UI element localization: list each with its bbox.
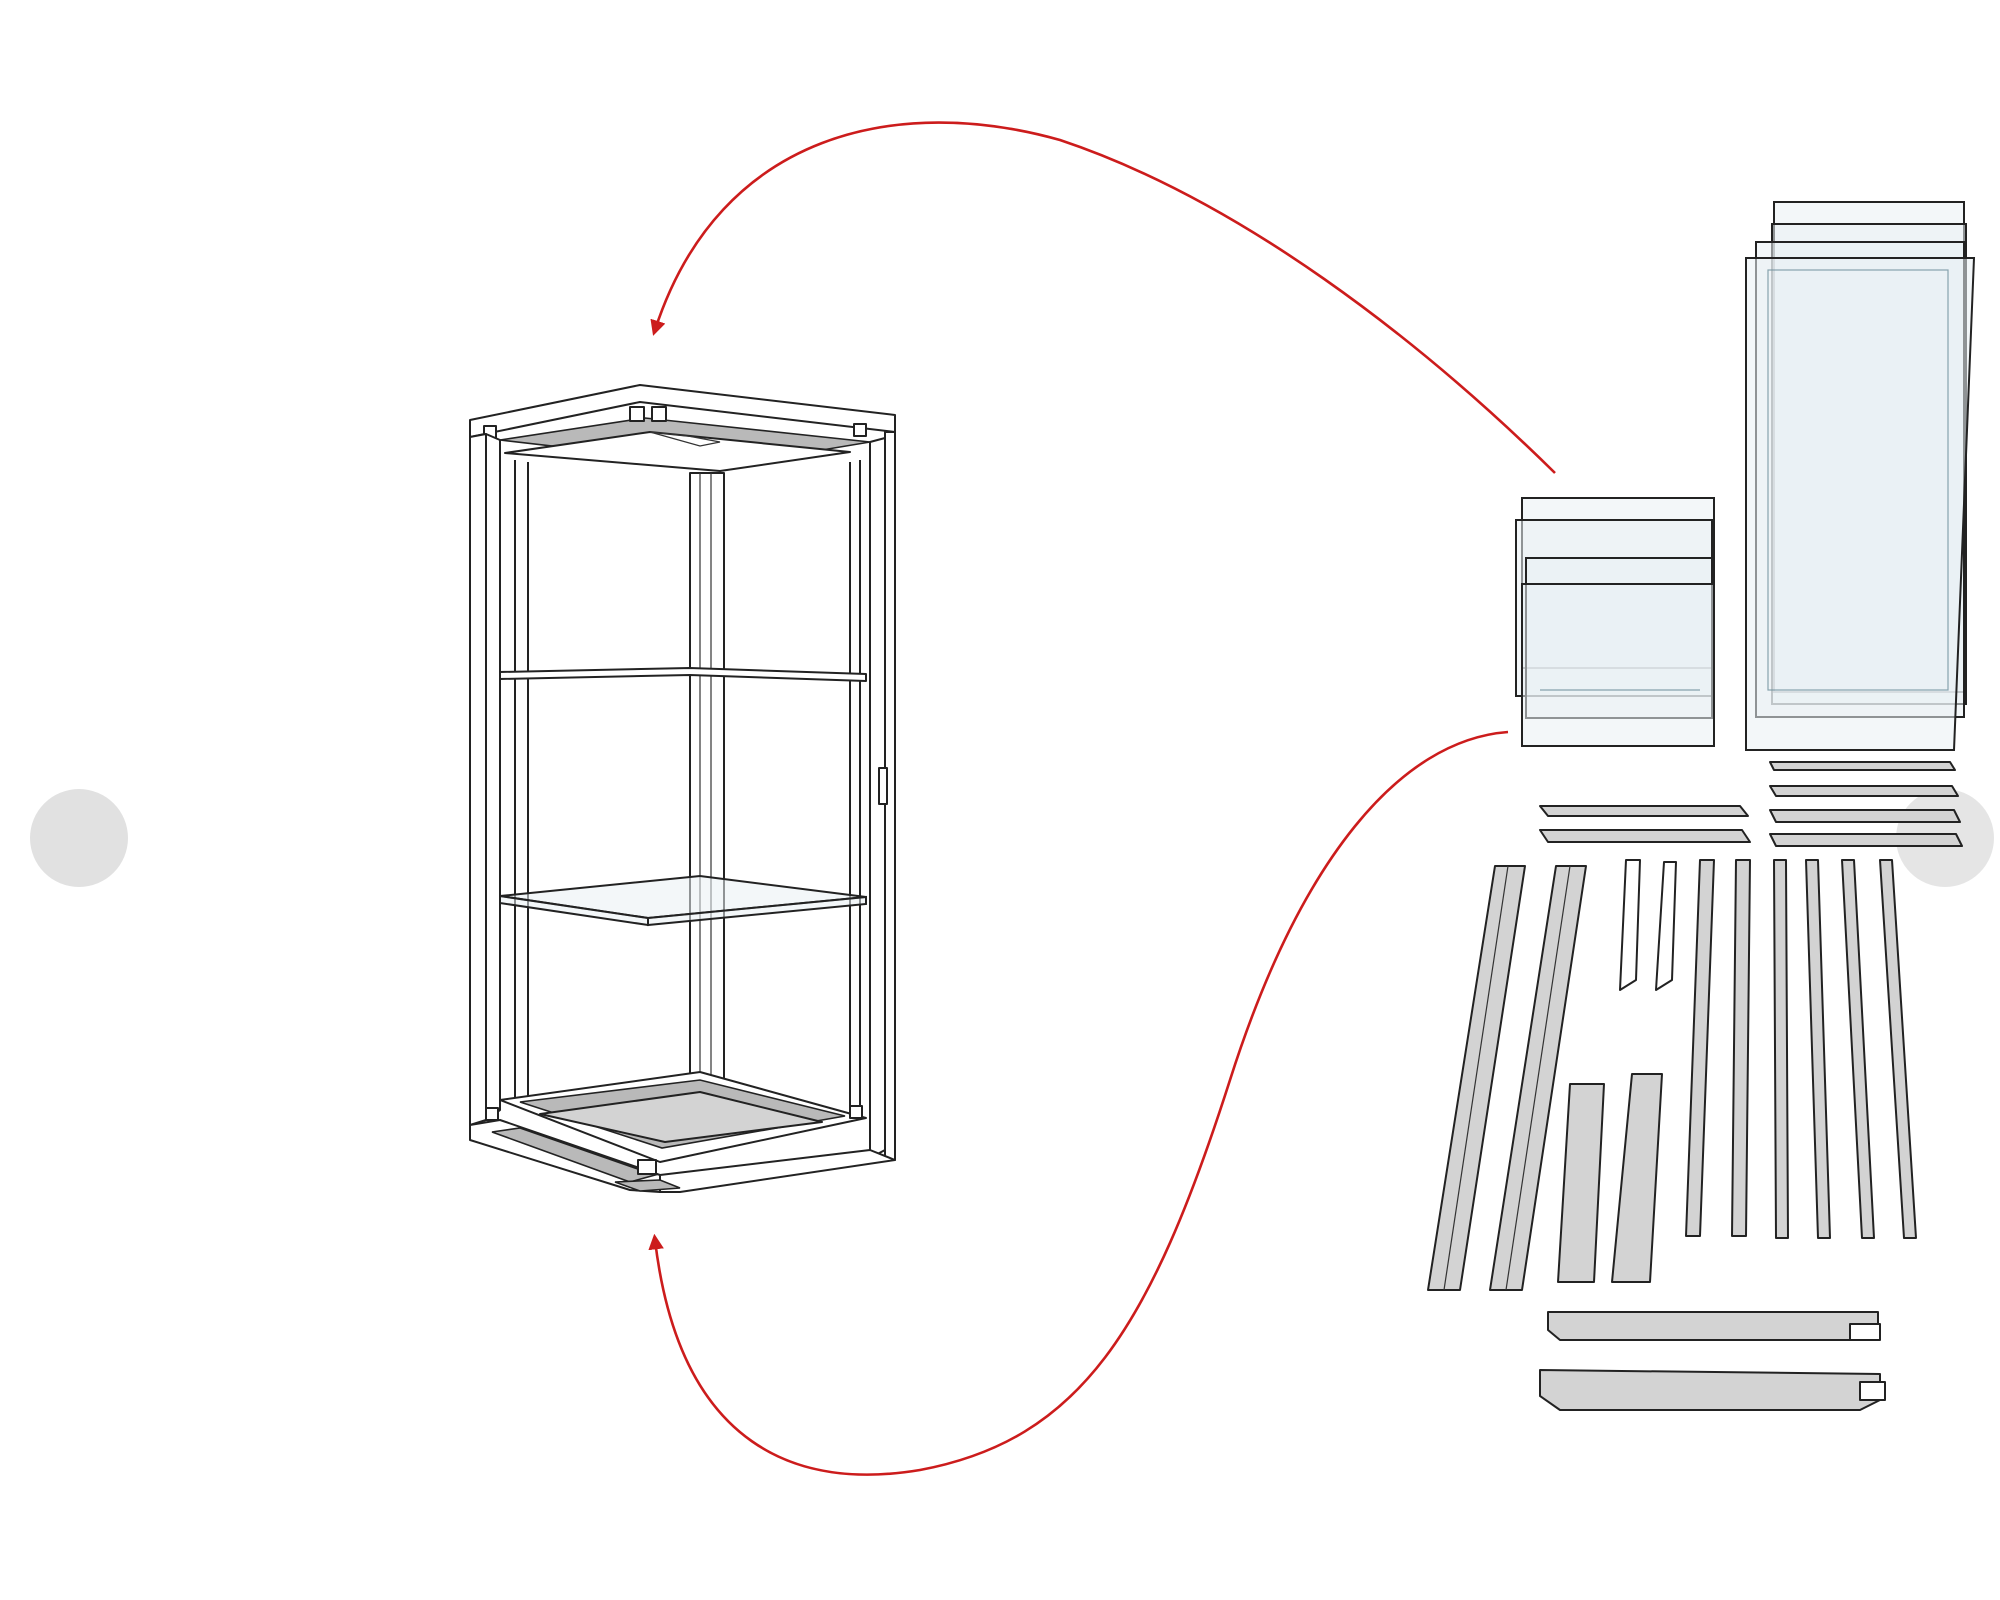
- medium-post: [1611, 1073, 1663, 1283]
- base-rail: [1547, 1311, 1879, 1341]
- corner-notch: [651, 406, 667, 422]
- left-post-side: [485, 433, 501, 1121]
- top-panel-inner: [649, 431, 721, 447]
- long-grooved-posts: [1427, 865, 1587, 1291]
- bottom-tray-floor: [539, 1091, 823, 1143]
- corner-notch: [637, 1159, 657, 1175]
- door-handle: [878, 767, 888, 805]
- base-foot: [614, 1179, 681, 1192]
- base-rail-tab: [1849, 1323, 1881, 1341]
- top-panel: [504, 431, 851, 472]
- assembled-cabinet: [469, 384, 896, 1193]
- short-rail: [1769, 809, 1961, 823]
- base-rails: [1539, 1311, 1886, 1411]
- corner-notch: [853, 423, 867, 437]
- top-arrow: [650, 121, 1556, 474]
- post-groove: [1443, 865, 1509, 1291]
- post-groove: [1505, 865, 1571, 1291]
- middle-glass-shelf-edge: [647, 895, 867, 927]
- narrow-post: [1879, 859, 1917, 1239]
- short-rails-left: [1539, 805, 1751, 843]
- left-post: [469, 433, 487, 1126]
- short-rail: [1769, 833, 1963, 847]
- short-rail: [1769, 761, 1956, 771]
- glass-reflection: [1767, 269, 1949, 691]
- short-rail: [1769, 785, 1959, 797]
- narrow-posts: [1685, 859, 1917, 1239]
- narrow-post: [1805, 859, 1831, 1239]
- medium-post: [1557, 1083, 1605, 1283]
- upper-shelf: [499, 667, 867, 682]
- corner-notch: [485, 1107, 499, 1121]
- large-glass-panels: [1745, 201, 1976, 751]
- center-back-post: [689, 472, 725, 1081]
- corner-notch: [849, 1105, 863, 1119]
- short-strip: [1655, 861, 1677, 991]
- narrow-post: [1731, 859, 1751, 1237]
- previous-slide-dot[interactable]: [30, 789, 128, 887]
- base-rail: [1539, 1369, 1881, 1411]
- short-rail: [1539, 805, 1749, 817]
- short-rail: [1539, 829, 1751, 843]
- corner-notch: [629, 406, 645, 422]
- glass-panel: [1521, 583, 1715, 747]
- short-slotted-strips: [1619, 859, 1677, 991]
- short-strip: [1619, 859, 1641, 991]
- exploded-parts: [1427, 201, 1976, 1411]
- narrow-post: [1841, 859, 1875, 1239]
- small-glass-panels: [1515, 497, 1715, 747]
- short-rails-right: [1769, 761, 1963, 847]
- glass-panel: [1745, 257, 1976, 751]
- narrow-post: [1685, 859, 1715, 1237]
- bottom-arrow: [648, 730, 1509, 1476]
- narrow-post: [1773, 859, 1789, 1239]
- base-rail-tab: [1859, 1381, 1886, 1401]
- medium-grooved-posts: [1557, 1073, 1663, 1283]
- bottom-base-right: [659, 1149, 896, 1193]
